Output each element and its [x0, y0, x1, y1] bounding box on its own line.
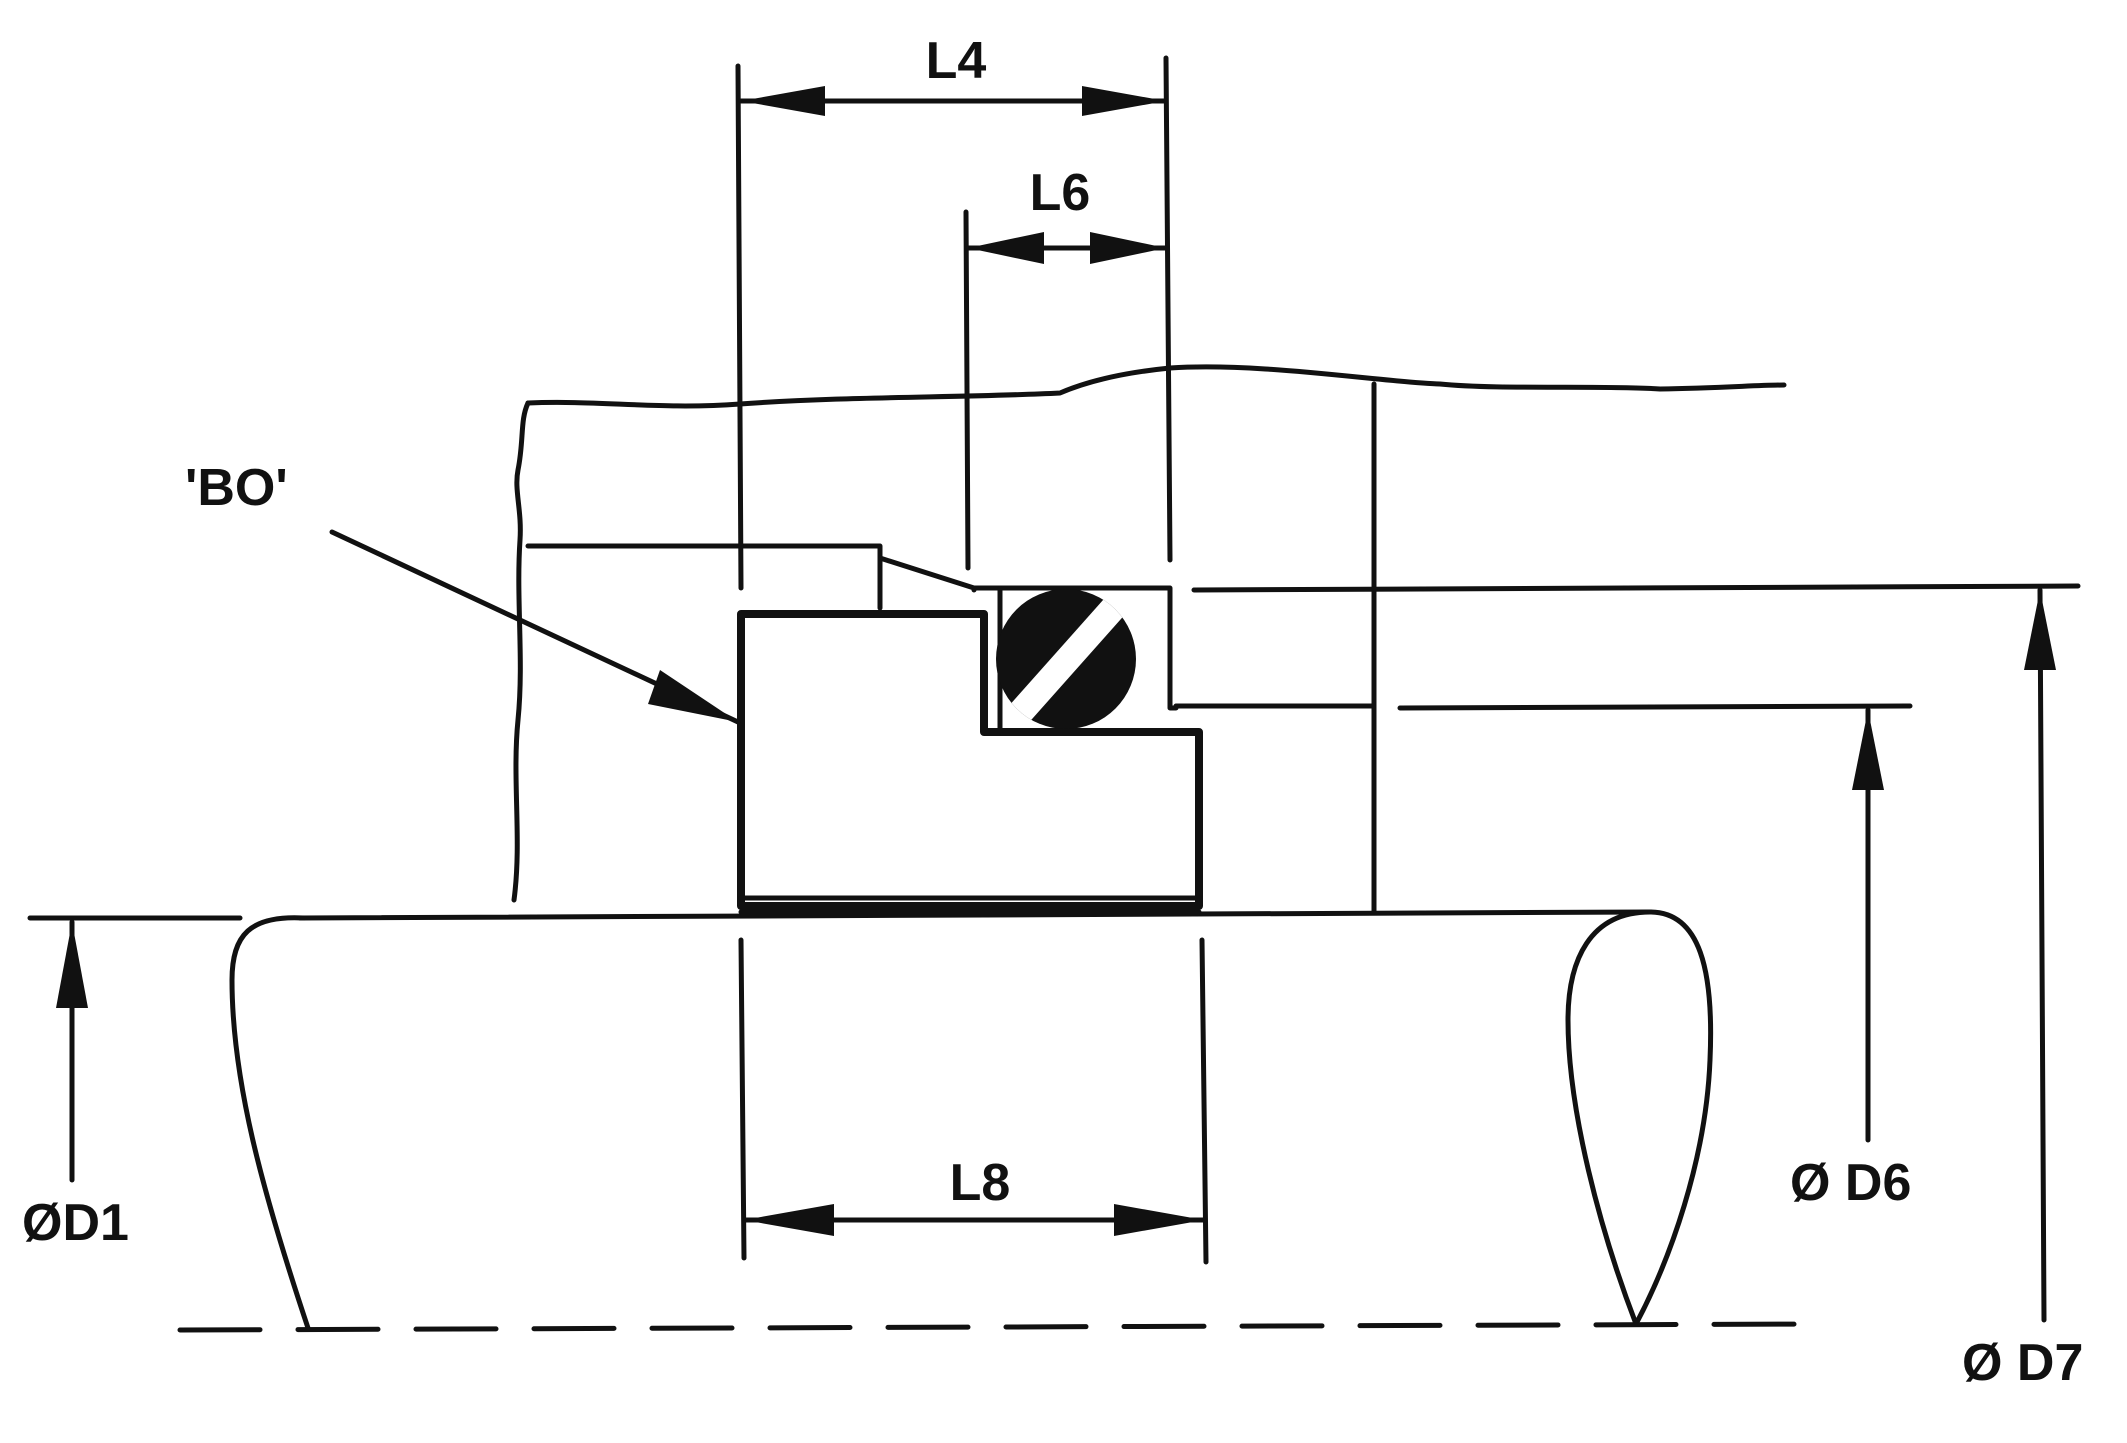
seal-ring	[737, 610, 1203, 915]
label-l6: L6	[1030, 164, 1091, 222]
dimension-d6: Ø D6	[1790, 707, 1911, 1212]
bo-leader: 'BO'	[185, 459, 741, 725]
shaft	[177, 909, 1823, 1333]
label-bo: 'BO'	[185, 459, 288, 517]
dimension-l8: L8	[741, 1154, 1207, 1236]
dimension-d1: ØD1	[22, 919, 129, 1252]
extension-lines	[27, 55, 2081, 1265]
label-d1: ØD1	[22, 1194, 129, 1252]
dimension-l6: L6	[965, 164, 1169, 264]
dimension-l4: L4	[738, 32, 1169, 116]
housing	[511, 364, 1787, 915]
o-ring	[996, 589, 1136, 729]
label-d6: Ø D6	[1790, 1154, 1911, 1212]
label-l8: L8	[950, 1154, 1011, 1212]
label-d7: Ø D7	[1962, 1334, 2083, 1392]
dimension-d7: Ø D7	[1962, 587, 2083, 1392]
label-l4: L4	[926, 32, 987, 90]
